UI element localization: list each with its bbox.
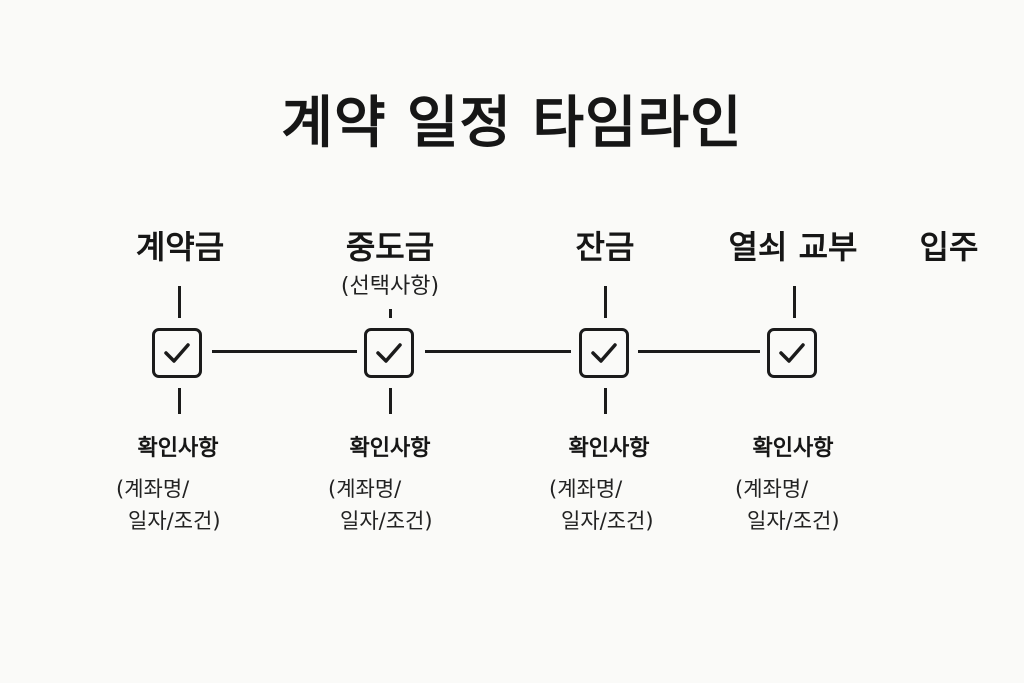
stage-sublabel-optional: (선택사항) [340, 274, 440, 299]
timeline-connector [212, 350, 357, 353]
connector-tick [389, 309, 392, 318]
stage-checkbox-down-payment[interactable] [152, 328, 202, 378]
connector-tick [604, 388, 607, 414]
stage-label-down-payment: 계약금 [135, 228, 225, 266]
checkmark-icon [779, 343, 805, 363]
stage-checkbox-key-handover[interactable] [767, 328, 817, 378]
stage-checkbox-interim-payment[interactable] [364, 328, 414, 378]
connector-tick [178, 388, 181, 414]
confirm-detail: (계좌명/ 일자/조건) [735, 477, 840, 533]
stage-label-balance: 잔금 [575, 228, 635, 266]
confirm-title: 확인사항 [137, 436, 219, 461]
stage-label-interim-payment: 중도금 [345, 228, 435, 266]
timeline-connector [425, 350, 571, 353]
confirm-title: 확인사항 [752, 436, 834, 461]
connector-tick [604, 286, 607, 318]
page-title: 계약 일정 타임라인 [281, 91, 743, 156]
confirm-detail: (계좌명/ 일자/조건) [549, 477, 654, 533]
confirm-detail: (계좌명/ 일자/조건) [328, 477, 433, 533]
confirm-title: 확인사항 [568, 436, 650, 461]
stage-label-move-in: 입주 [919, 228, 979, 266]
checkmark-icon [591, 343, 617, 363]
connector-tick [389, 388, 392, 414]
confirm-detail: (계좌명/ 일자/조건) [116, 477, 221, 533]
confirm-title: 확인사항 [349, 436, 431, 461]
connector-tick [178, 286, 181, 318]
timeline-connector [638, 350, 760, 353]
checkmark-icon [164, 343, 190, 363]
checkmark-icon [376, 343, 402, 363]
stage-checkbox-balance[interactable] [579, 328, 629, 378]
connector-tick [793, 286, 796, 318]
stage-label-key-handover: 열쇠 교부 [728, 228, 858, 266]
